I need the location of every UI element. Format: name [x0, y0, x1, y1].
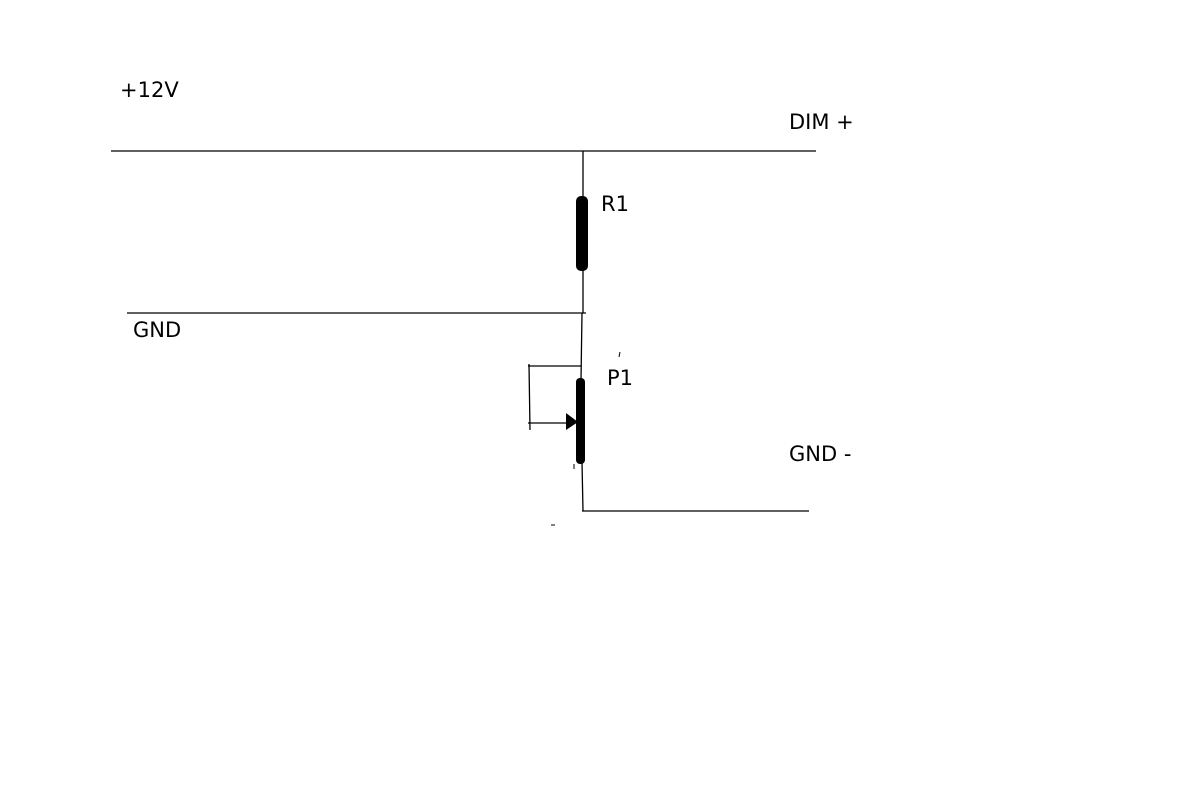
p1-label: P1: [607, 366, 634, 390]
supply-label: +12V: [120, 78, 179, 102]
gnd-minus-label: GND -: [789, 442, 852, 466]
dim-plus-label: DIM +: [789, 110, 854, 134]
wiper-arrow-icon: [566, 413, 578, 430]
potentiometer-p1-symbol: [576, 378, 585, 464]
r1-label: R1: [601, 192, 629, 216]
gnd-label: GND: [133, 318, 182, 342]
wire-p1-to-gnd-minus: [581, 461, 584, 512]
wire-gnd-to-p1: [580, 312, 583, 381]
wiper-left-wire: [528, 363, 531, 431]
stray-mark: [618, 351, 621, 358]
resistor-r1-symbol: [576, 196, 588, 271]
